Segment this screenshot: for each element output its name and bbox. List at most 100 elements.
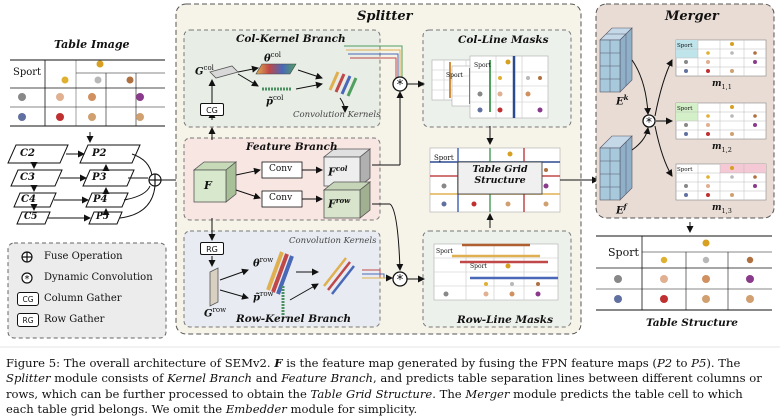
col-kernel-branch-box: [183, 29, 381, 128]
row-mask-sport-cell-2: Sport: [470, 263, 487, 270]
merger-mask-3: [675, 163, 767, 201]
f-col-label: Fcol: [328, 164, 348, 179]
fuse-operation-icon: [148, 173, 162, 187]
row-kernel-branch-title: Row-Kernel Branch: [236, 313, 352, 325]
cyclist-icon: [18, 113, 26, 121]
ef-embedding-cube: [599, 135, 633, 201]
p-row-label: p̃row: [253, 290, 274, 304]
bronze-medal-icon: [126, 76, 134, 84]
bronze-medal-icon: [746, 256, 754, 264]
silver-medal-icon: [94, 76, 102, 84]
merger-mask-1-sport: Sport: [677, 43, 693, 49]
output-table-structure: [596, 235, 772, 311]
col-line-masks-stack: [431, 55, 549, 119]
person-icon: [56, 113, 64, 121]
legend-dynamic-conv-label: Dynamic Convolution: [44, 272, 153, 283]
row-gather-box: RG: [200, 242, 224, 255]
col-mask-sport-cell: Sport: [446, 72, 463, 79]
person-icon: [56, 93, 64, 101]
table-structure-title: Table Structure: [646, 317, 738, 329]
fpn-p4: P4: [93, 194, 108, 205]
legend-rg-symbol: RG: [17, 313, 39, 327]
theta-col-label: θcol: [264, 51, 282, 65]
fpn-c2: C2: [20, 148, 35, 159]
g-row-label: Grow: [204, 306, 227, 320]
legend-box: [7, 242, 167, 339]
person-icon: [88, 113, 96, 121]
col-conv-kernels: [328, 71, 358, 97]
g-col-label: Gcol: [195, 64, 214, 78]
person-icon: [136, 113, 144, 121]
fpn-p5: P5: [96, 212, 110, 222]
table-image-title: Table Image: [54, 38, 130, 51]
ef-label: Ef: [616, 202, 627, 217]
fpn-arrows: [30, 132, 156, 222]
ek-embedding-cube: [599, 27, 633, 93]
col-conv-kernels-label: Convolution Kernels: [293, 110, 381, 120]
figure-caption: Figure 5: The overall architecture of SE…: [6, 356, 762, 417]
ek-label: Ek: [616, 93, 629, 108]
legend-fuse-label: Fuse Operation: [44, 251, 123, 262]
fpn-p3: P3: [92, 172, 107, 183]
col-gather-box: CG: [200, 103, 224, 116]
col-mask-sport-cell-2: Sport: [474, 62, 491, 69]
silver-medal-icon: [702, 256, 710, 264]
f-row-cube: [322, 181, 372, 219]
fencer-icon: [614, 275, 622, 283]
fpn-c5: C5: [24, 212, 38, 222]
theta-col-kernel: [255, 63, 297, 75]
svg-text:*: *: [397, 78, 404, 93]
merger-mask-2-sport: Sport: [677, 106, 693, 112]
m12-label: m1,2: [712, 142, 732, 154]
fpn-c3: C3: [20, 172, 35, 183]
row-line-masks-title: Row-Line Masks: [457, 314, 553, 326]
fpn-p2: P2: [92, 148, 107, 159]
person-icon: [660, 275, 668, 283]
theta-row-kernel: [266, 251, 294, 295]
legend-cg-symbol: CG: [17, 292, 39, 306]
cyclist-icon: [614, 295, 622, 303]
conv-row-label: Conv: [269, 193, 293, 203]
gold-medal-icon: [61, 76, 69, 84]
dynamic-conv-row-icon: *: [392, 271, 408, 288]
fpn-pyramid: [7, 144, 141, 225]
trophy-icon: [702, 239, 710, 247]
splitter-title: Splitter: [357, 9, 413, 24]
theta-row-label: θrow: [253, 256, 274, 270]
f-col-cube: [322, 148, 372, 187]
legend-dynamic-conv-icon: *: [21, 272, 33, 285]
p-col-label: p̃col: [266, 94, 284, 108]
f-label: F: [204, 179, 212, 192]
row-conv-kernels-label: Convolution Kernels: [289, 236, 377, 246]
legend-column-gather-label: Column Gather: [44, 293, 122, 304]
fencer-icon: [18, 93, 26, 101]
merger-mask-3-sport: Sport: [677, 167, 693, 173]
legend-row-gather-label: Row Gather: [44, 314, 105, 325]
feature-map-cube: [192, 161, 238, 203]
row-conv-kernels: [323, 257, 355, 295]
table-grid-structure: [429, 147, 561, 213]
fpn-c4: C4: [21, 194, 36, 205]
svg-text:*: *: [646, 115, 652, 129]
feature-branch-title: Feature Branch: [246, 141, 338, 153]
svg-text:*: *: [25, 274, 30, 285]
m11-label: m1,1: [712, 79, 732, 91]
merger-mask-2: [675, 102, 767, 140]
table-image-header-cell: Sport: [13, 67, 42, 78]
col-kernel-branch-title: Col-Kernel Branch: [236, 33, 346, 45]
m13-label: m1,3: [712, 203, 732, 215]
row-gather-feature: [209, 267, 219, 307]
legend-fuse-icon: [21, 251, 33, 263]
person-icon: [746, 275, 754, 283]
person-icon: [660, 295, 668, 303]
row-line-masks-stack: [433, 243, 559, 301]
merger-dynamic-conv-icon: *: [642, 114, 656, 129]
row-mask-sport-cell: Sport: [436, 248, 453, 255]
grid-sport-cell: Sport: [434, 154, 454, 162]
person-icon: [702, 295, 710, 303]
person-icon: [136, 93, 144, 101]
merger-mask-1: [675, 39, 767, 77]
person-icon: [702, 275, 710, 283]
input-table-image: [10, 59, 165, 127]
